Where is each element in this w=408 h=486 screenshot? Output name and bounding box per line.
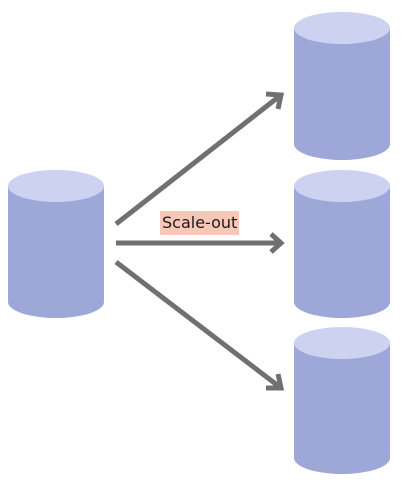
target-database-2-body — [294, 186, 390, 318]
arrow-to-target-1-head — [265, 91, 285, 110]
target-database-1-top — [294, 12, 390, 44]
source-database-body — [8, 186, 104, 318]
arrow-to-target-3-head — [266, 373, 285, 391]
target-database-3 — [294, 327, 390, 474]
arrow-to-target-1 — [114, 91, 285, 226]
arrow-to-target-3-shaft — [114, 260, 283, 390]
target-database-3-body — [294, 343, 390, 474]
target-database-2-top — [294, 170, 390, 202]
source-database — [8, 170, 104, 318]
scale-out-label: Scale-out — [160, 211, 240, 235]
source-database-top — [8, 170, 104, 202]
target-database-2 — [294, 170, 390, 318]
target-database-1-body — [294, 28, 390, 160]
target-database-1 — [294, 12, 390, 160]
arrow-to-target-2-head — [269, 232, 285, 254]
arrow-to-target-3 — [114, 260, 285, 391]
arrow-to-target-1-shaft — [114, 93, 283, 226]
arrow-to-target-2 — [116, 232, 285, 254]
target-database-3-top — [294, 327, 390, 359]
